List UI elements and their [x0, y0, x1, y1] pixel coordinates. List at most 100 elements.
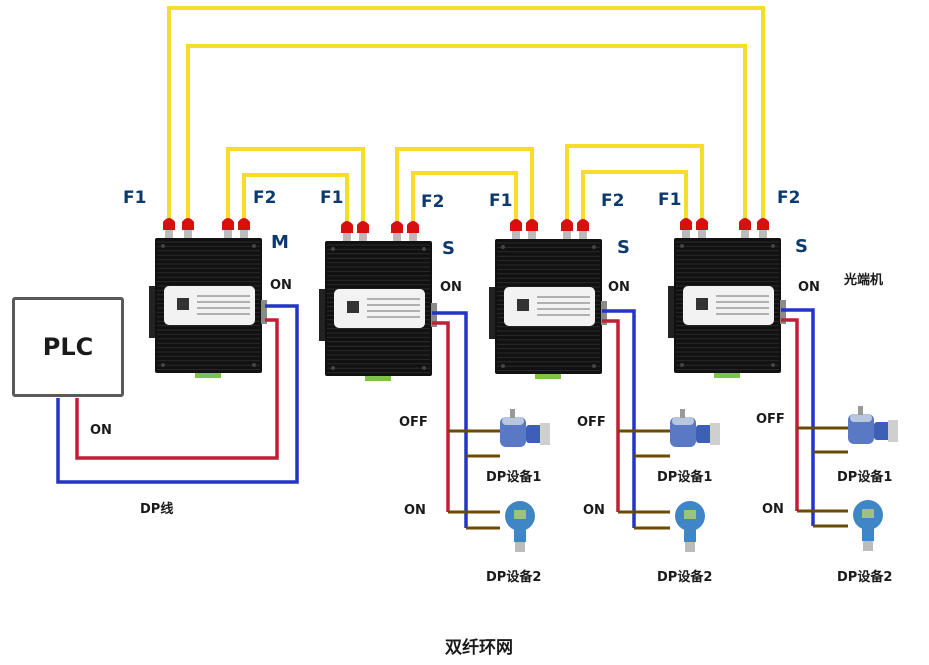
- drop-2-dev1-switch: OFF: [756, 412, 785, 427]
- connector-ferrule: [698, 230, 706, 238]
- fiber-connector: [341, 221, 353, 241]
- connector-boot: [561, 219, 573, 231]
- screw: [422, 247, 426, 251]
- connector-ferrule: [343, 233, 351, 241]
- pressure-transmitter-icon: [853, 500, 883, 551]
- terminal-block: [714, 373, 740, 378]
- drop-0-dev1-switch: OFF: [399, 415, 428, 430]
- screw: [680, 363, 684, 367]
- encoder-flange: [710, 423, 720, 445]
- connector-ferrule: [579, 231, 587, 239]
- screw: [331, 366, 335, 370]
- drop-2-dev2-label: DP设备2: [837, 570, 893, 585]
- encoder-shaft: [680, 409, 685, 418]
- screw: [592, 364, 596, 368]
- connector-boot: [757, 218, 769, 230]
- din-clip: [319, 289, 327, 341]
- connector-ferrule: [359, 233, 367, 241]
- connector-ferrule: [184, 230, 192, 238]
- connector-boot: [163, 218, 175, 230]
- connector-ferrule: [682, 230, 690, 238]
- db9-port: [261, 300, 267, 324]
- fiber-outer-ring: [167, 6, 765, 222]
- transceiver-2: [489, 219, 607, 379]
- diagram-title: 双纤环网: [445, 638, 513, 658]
- screw: [771, 363, 775, 367]
- plc-label: PLC: [42, 333, 94, 361]
- fiber-connector: [561, 219, 573, 239]
- fiber-s2-s3-a: [565, 144, 704, 222]
- drop-0-dev1-label: DP设备1: [486, 470, 542, 485]
- drop-0-dev2-switch: ON: [404, 503, 426, 518]
- screw: [331, 247, 335, 251]
- node-3-switch-label: ON: [798, 280, 820, 295]
- screw: [771, 244, 775, 248]
- connector-ferrule: [512, 231, 520, 239]
- fiber-connector: [391, 221, 403, 241]
- node-2-role-label: S: [617, 237, 630, 258]
- connector-ferrule: [240, 230, 248, 238]
- fiber-connector: [577, 219, 589, 239]
- node-3-port-left-label: F1: [658, 190, 682, 210]
- fiber-s2-s3-b: [581, 170, 688, 222]
- transmitter-display: [684, 510, 696, 519]
- pressure-transmitter-icon: [675, 501, 705, 552]
- node-1-port-left-label: F1: [320, 188, 344, 208]
- connector-boot: [526, 219, 538, 231]
- pressure-transmitter-icon: [505, 501, 535, 552]
- connector-ferrule: [528, 231, 536, 239]
- drop-0: [432, 311, 500, 530]
- screw: [501, 245, 505, 249]
- side-label: 光端机: [844, 273, 884, 288]
- node-1-role-label: S: [442, 238, 455, 259]
- connector-ferrule: [224, 230, 232, 238]
- screw: [252, 244, 256, 248]
- encoder-device-icon: [670, 409, 720, 447]
- connector-boot: [510, 219, 522, 231]
- screw: [161, 363, 165, 367]
- screw: [422, 366, 426, 370]
- transmitter-fitting: [863, 541, 873, 551]
- qr-code: [696, 298, 708, 310]
- transmitter-display: [862, 509, 874, 518]
- plc-box: PLC: [12, 297, 124, 397]
- node-2-port-left-label: F1: [489, 191, 513, 211]
- drop-2-dev1-label: DP设备1: [837, 470, 893, 485]
- fiber-connector: [526, 219, 538, 239]
- transceiver-1: [319, 221, 437, 381]
- encoder-shaft: [858, 406, 863, 415]
- drop-1-dev2-label: DP设备2: [657, 570, 713, 585]
- encoder-cap: [850, 414, 872, 422]
- terminal-block: [365, 376, 391, 381]
- fiber-cables: [167, 6, 765, 222]
- dp-wire-b: [432, 321, 450, 512]
- transmitter-neck: [684, 530, 696, 542]
- connector-boot: [407, 221, 419, 233]
- connector-boot: [357, 221, 369, 233]
- fiber-connector: [163, 218, 175, 238]
- dp-wire-b: [75, 318, 279, 460]
- dp-wire-b: [781, 318, 799, 511]
- dp-wire-a: [781, 308, 815, 526]
- din-clip: [668, 286, 676, 338]
- node-1-port-right-label: F2: [421, 192, 445, 212]
- drop-2: [781, 308, 848, 528]
- fiber-m-s1-a: [226, 147, 365, 222]
- fiber-connector: [739, 218, 751, 238]
- fiber-inner-ring: [186, 44, 747, 222]
- terminal-block: [195, 373, 221, 378]
- transmitter-neck: [514, 530, 526, 542]
- qr-code: [177, 298, 189, 310]
- drop-0-dev2-label: DP设备2: [486, 570, 542, 585]
- fiber-connector: [357, 221, 369, 241]
- fiber-connector: [222, 218, 234, 238]
- drop-1-dev2-switch: ON: [583, 503, 605, 518]
- connector-boot: [222, 218, 234, 230]
- transmitter-fitting: [515, 542, 525, 552]
- connector-ferrule: [165, 230, 173, 238]
- node-0-role-label: M: [271, 232, 289, 253]
- transceiver-0: [149, 218, 267, 378]
- connector-boot: [182, 218, 194, 230]
- connector-boot: [341, 221, 353, 233]
